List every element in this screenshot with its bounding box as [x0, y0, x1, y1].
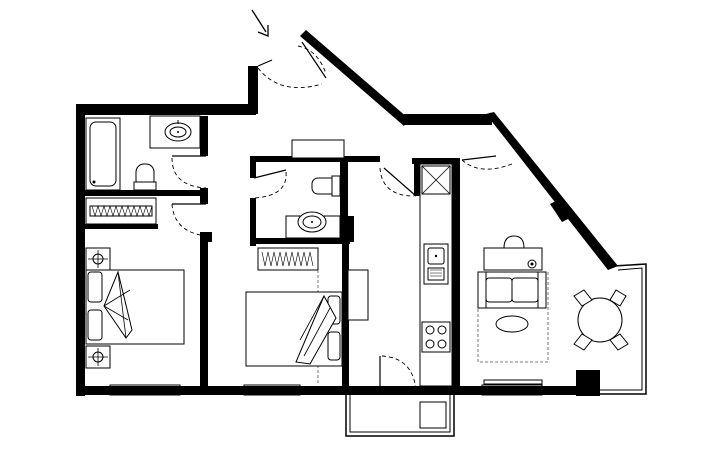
kitchen-door — [379, 167, 417, 197]
wall-outer-left — [76, 104, 85, 396]
wall-kitchen-left — [414, 158, 420, 196]
wall-shower-left-a — [250, 156, 256, 178]
desk — [347, 269, 369, 321]
shower-room-door — [253, 169, 287, 199]
chair-2 — [609, 289, 627, 307]
living-dining — [477, 235, 629, 385]
wall-entrance-post — [248, 66, 258, 114]
tv-unit — [483, 247, 543, 271]
dining-table — [577, 297, 623, 343]
walls — [76, 30, 618, 396]
wall-angled-right — [486, 112, 618, 270]
wardrobe-2 — [257, 247, 319, 271]
wall-angled-top — [300, 30, 408, 126]
wall-wardrobe-bottom — [84, 224, 158, 229]
wall-bed2-right — [342, 242, 349, 388]
shower-cistern — [291, 139, 345, 159]
entrance-door — [257, 41, 327, 89]
wall-bed1-stub — [200, 232, 212, 242]
wall-shower-top — [250, 156, 380, 162]
chair-1 — [573, 289, 593, 307]
wall-kitchen-right — [452, 158, 460, 388]
wall-bed1-right — [200, 242, 208, 388]
wall-shower-right — [340, 162, 348, 242]
wardrobe — [85, 197, 157, 225]
storage-door — [379, 355, 417, 393]
bedroom-1-door — [171, 203, 207, 237]
bathroom-door — [171, 155, 207, 189]
wall-corner-block — [576, 370, 600, 396]
wall-bottom-right — [454, 386, 600, 395]
bedroom-2 — [245, 247, 369, 384]
storage-cupboard — [345, 394, 455, 437]
bed-folded-cover — [103, 270, 133, 339]
wall-column — [550, 200, 570, 222]
wall-kitchen-top — [412, 158, 460, 164]
wall-outer-bottom — [76, 386, 456, 395]
bathroom — [85, 115, 201, 191]
living-door — [461, 155, 513, 170]
coffee-table — [495, 315, 529, 333]
wall-shower-bottom — [250, 238, 350, 244]
entrance-arrow-icon — [251, 9, 269, 37]
sideboard — [483, 379, 543, 385]
chair-3 — [573, 333, 593, 351]
doors — [171, 41, 513, 393]
wall-bath-bottom — [84, 190, 208, 196]
wall-shower-block — [342, 216, 354, 242]
shower-room — [285, 139, 345, 239]
wall-shower-left-b — [250, 198, 256, 246]
hob — [421, 321, 451, 353]
wall-top-left — [76, 104, 256, 115]
basin-counter — [149, 115, 201, 149]
wall-top-mid — [404, 114, 492, 125]
wall-bath-right-a — [200, 116, 208, 156]
bed-2-folded-cover — [295, 294, 337, 365]
kitchen — [419, 163, 453, 387]
balcony — [600, 263, 647, 395]
bedroom-1 — [85, 247, 185, 369]
chair-4 — [609, 333, 629, 351]
